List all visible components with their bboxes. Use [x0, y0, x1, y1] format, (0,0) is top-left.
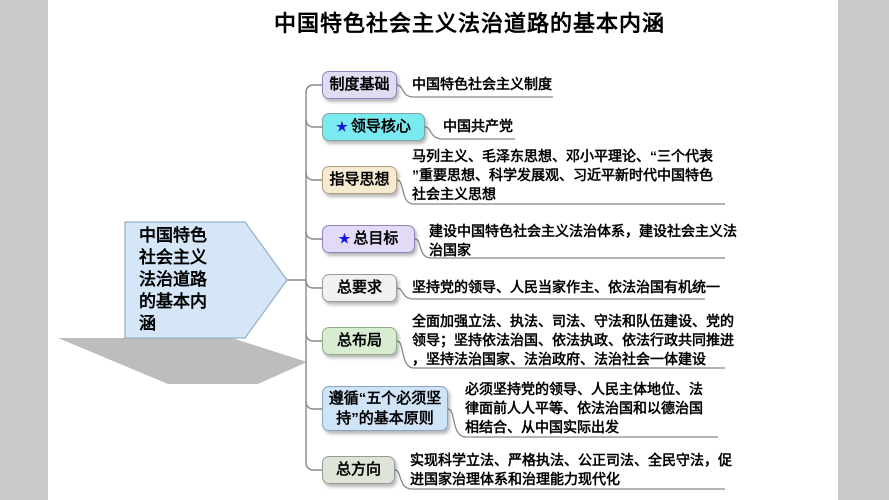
branch-elbows — [305, 84, 322, 471]
detail-line: 律面前人人平等、依法治国和以德治国 — [465, 400, 703, 416]
branch-box-five-principles: 遵循“五个必须坚 持”的基本原则 — [322, 386, 448, 431]
detail-line: 全面加强立法、执法、司法、守法和队伍建设、党的 — [412, 313, 734, 329]
branch-label: 总方向 — [335, 461, 381, 478]
branch-detail-guiding-ideology: 马列主义、毛泽东思想、邓小平理论、“三个代表 ”重要思想、科学发展观、习近平新时… — [412, 147, 713, 204]
branch-label: 指导思想 — [329, 171, 390, 188]
branch-label-text: 总目标 — [353, 230, 399, 247]
branch-box-overall-layout: 总布局 — [322, 327, 397, 355]
detail-line: 相结合、从中国实际出发 — [465, 419, 619, 435]
branch-label: 持”的基本原则 — [336, 409, 434, 427]
detail-line: 马列主义、毛泽东思想、邓小平理论、“三个代表 — [412, 148, 713, 164]
branch-detail-leadership-core: 中国共产党 — [443, 117, 513, 136]
branch-detail-general-direction: 实现科学立法、严格执法、公正司法、全民守法，促 进国家治理体系和治理能力现代化 — [410, 451, 732, 489]
branch-label: 制度基础 — [329, 76, 390, 93]
page-title: 中国特色社会主义法治道路的基本内涵 — [273, 11, 665, 36]
detail-line: ”重要思想、科学发展观、习近平新时代中国特色 — [412, 167, 713, 183]
branch-label-text: 领导核心 — [350, 118, 411, 135]
branch-label: 总布局 — [336, 332, 382, 349]
detail-line: 领导；坚持依法治国、依法执政、依法行政共同推进 — [412, 332, 734, 348]
detail-line: 社会主义思想 — [412, 186, 496, 202]
branch-detail-overall-goal: 建设中国特色社会主义法治体系，建设社会主义法 治国家 — [429, 222, 737, 260]
branch-detail-five-principles: 必须坚持党的领导、人民主体地位、法 律面前人人平等、依法治国和以德治国 相结合、… — [465, 380, 703, 437]
branch-box-leadership-core: ★领导核心 — [322, 113, 425, 141]
detail-line: 中国特色社会主义制度 — [412, 76, 552, 92]
branch-box-overall-goal: ★总目标 — [322, 225, 415, 253]
detail-line: 进国家治理体系和治理能力现代化 — [410, 471, 620, 487]
branch-label: 遵循“五个必须坚 — [328, 389, 442, 407]
detail-line: 治国家 — [429, 242, 471, 258]
branch-detail-institutional-basis: 中国特色社会主义制度 — [412, 75, 552, 94]
root-node-shadow — [58, 338, 307, 384]
detail-underlines — [394, 84, 725, 490]
branch-label: ★总目标 — [339, 229, 399, 249]
root-node-shape — [124, 221, 288, 339]
detail-line: 实现科学立法、严格执法、公正司法、全民守法，促 — [410, 452, 732, 468]
detail-line: 中国共产党 — [443, 118, 513, 134]
branch-box-general-requirement: 总要求 — [322, 274, 397, 302]
branch-box-institutional-basis: 制度基础 — [322, 71, 397, 99]
branch-label: 总要求 — [336, 279, 382, 296]
branch-label: ★领导核心 — [336, 117, 411, 137]
trunk-line — [305, 84, 315, 471]
star-icon: ★ — [336, 119, 348, 134]
branch-detail-general-requirement: 坚持党的领导、人民当家作主、依法治国有机统一 — [412, 278, 720, 297]
right-gray-band — [838, 0, 889, 500]
detail-line: 坚持党的领导、人民当家作主、依法治国有机统一 — [412, 279, 720, 295]
branch-box-general-direction: 总方向 — [322, 456, 395, 484]
detail-line: 建设中国特色社会主义法治体系，建设社会主义法 — [429, 223, 737, 239]
branch-box-guiding-ideology: 指导思想 — [322, 166, 397, 194]
root-node-label: 中国特色社会主义法治道路的基本内涵 — [139, 226, 207, 333]
detail-line: ，坚持法治国家、法治政府、法治社会一体建设 — [412, 351, 706, 367]
left-gray-band — [0, 0, 48, 500]
star-icon: ★ — [338, 231, 351, 246]
detail-line: 必须坚持党的领导、人民主体地位、法 — [465, 381, 703, 397]
branch-detail-overall-layout: 全面加强立法、执法、司法、守法和队伍建设、党的 领导；坚持依法治国、依法执政、依… — [412, 312, 734, 369]
